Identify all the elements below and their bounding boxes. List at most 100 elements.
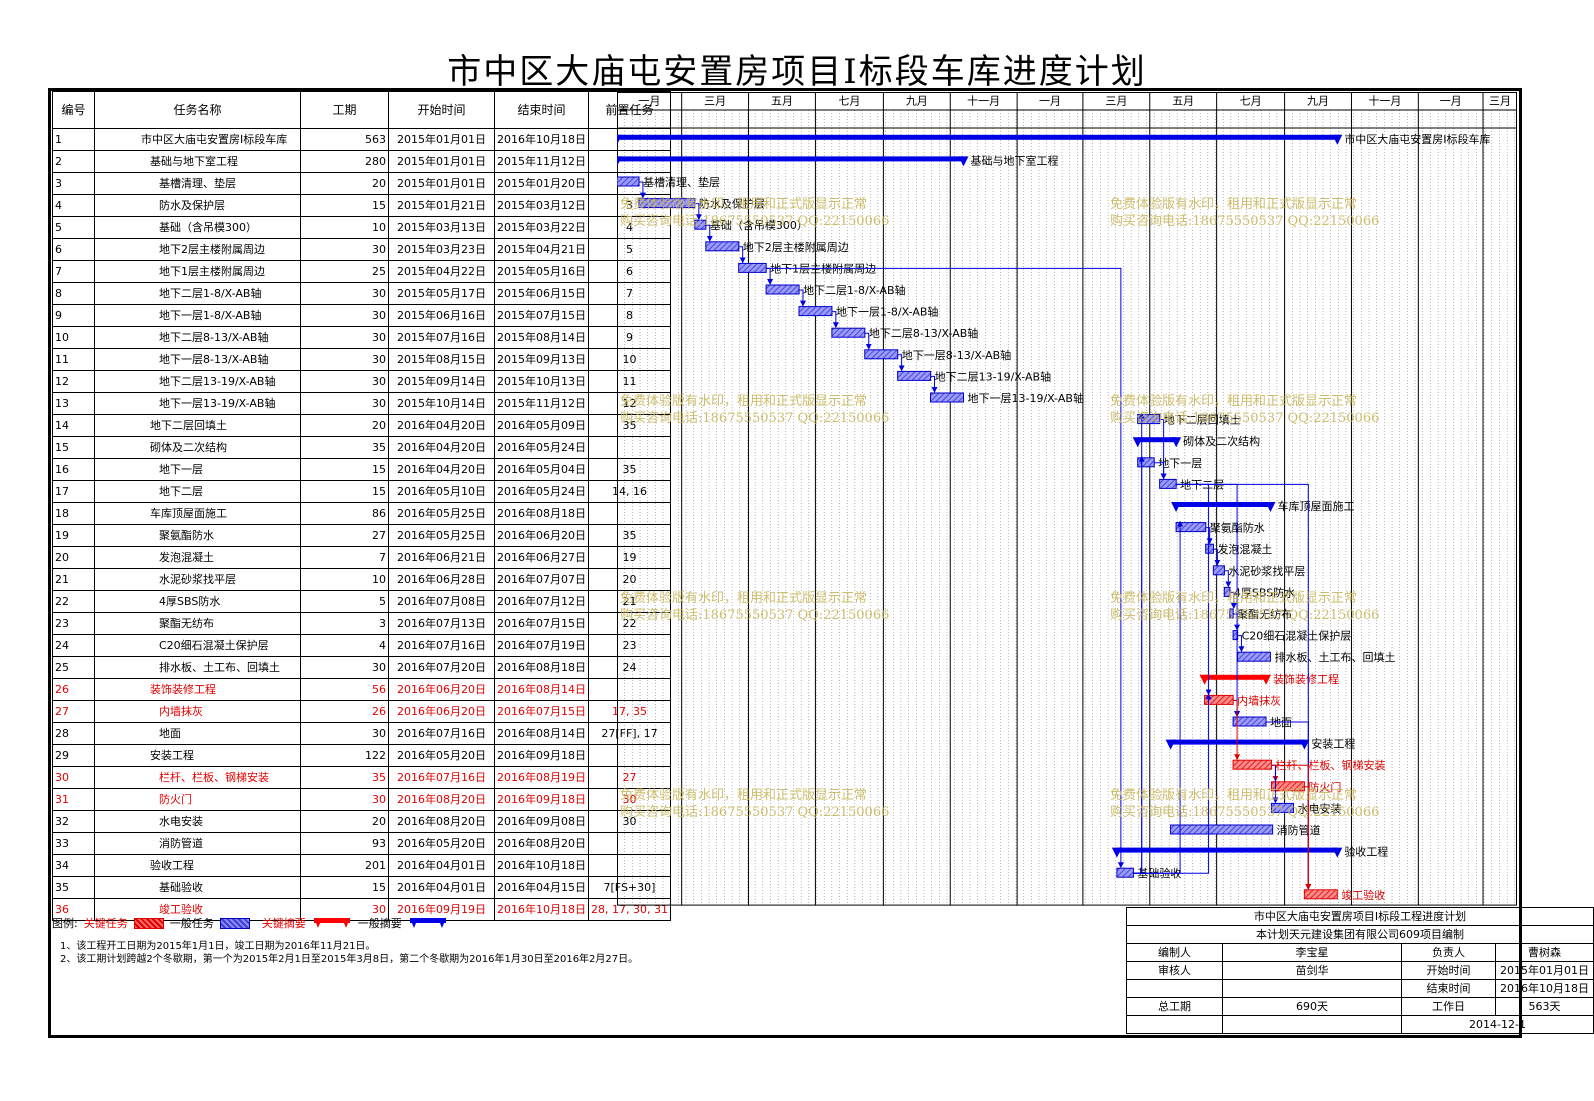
- cell-start: 2016年04月20日: [388, 414, 495, 437]
- month-label: 五月: [1172, 95, 1194, 108]
- month-label: 七月: [1240, 95, 1262, 108]
- cell-id: 17: [52, 480, 95, 503]
- cell-pred: 17, 35: [588, 700, 671, 723]
- cell-start: 2016年05月10日: [388, 480, 495, 503]
- summary-cap-end: [1261, 674, 1272, 685]
- task-label: 车库顶屋面施工: [1277, 499, 1354, 513]
- cell-end: 2016年09月18日: [494, 788, 589, 811]
- task-label: 地下一层13-19/X-AB轴: [968, 391, 1084, 405]
- cell-dur: 15: [300, 480, 389, 503]
- task-bar: [1175, 522, 1207, 533]
- task-label: 基槽清理、垫层: [643, 175, 720, 189]
- cell-id: 19: [52, 524, 95, 547]
- task-label: 地下二层8-13/X-AB轴: [869, 326, 978, 340]
- cell-name: 地下二层: [94, 480, 301, 503]
- cell-name: 水泥砂浆找平层: [94, 568, 301, 591]
- dependency-link: [1133, 455, 1145, 874]
- task-bar: [1270, 781, 1305, 792]
- col-header-end: 结束时间: [494, 91, 589, 129]
- task-label: 基础与地下室工程: [971, 153, 1059, 167]
- cell-dur: 5: [300, 590, 389, 613]
- info-date: 2014-12-1: [1401, 1015, 1594, 1034]
- cell-name: 地下二层回填土: [94, 414, 301, 437]
- task-label: 竣工验收: [1341, 888, 1385, 902]
- month-label: 三月: [704, 95, 726, 108]
- legend-crit-summary-swatch: [313, 918, 350, 928]
- cell-name: 砌体及二次结构: [94, 436, 301, 459]
- cell-id: 2: [52, 150, 95, 173]
- month-label: 九月: [1307, 95, 1329, 108]
- cell-end: 2016年08月18日: [494, 656, 589, 679]
- cell-id: 36: [52, 898, 95, 921]
- task-bar: [798, 306, 833, 317]
- cell-id: 22: [52, 590, 95, 613]
- summary-bar: [617, 134, 1338, 140]
- cell-dur: 30: [300, 392, 389, 415]
- task-label: 地下一层8-13/X-AB轴: [902, 348, 1011, 362]
- cell-name: 排水板、土工布、回填土: [94, 656, 301, 679]
- month-label: 十一月: [1368, 94, 1401, 108]
- cell-start: 2015年06月16日: [388, 304, 495, 327]
- month-label: 三月: [1489, 95, 1511, 108]
- cell-end: 2016年08月20日: [494, 832, 589, 855]
- note-1: 1、该工程开工日期为2015年1月1日，竣工日期为2016年11月21日。: [60, 941, 376, 952]
- cell-start: 2016年09月19日: [388, 898, 495, 921]
- summary-cap-end: [1171, 437, 1182, 448]
- month-label: 一月: [1039, 95, 1061, 108]
- info-blank: [1126, 979, 1223, 998]
- cell-end: 2016年08月14日: [494, 722, 589, 745]
- cell-pred: 28, 17, 30, 31: [588, 898, 671, 921]
- task-label: 地下二层1-8/X-AB轴: [803, 283, 905, 297]
- month-label: 三月: [1105, 95, 1127, 108]
- task-bar: [1236, 651, 1271, 662]
- cell-id: 7: [52, 260, 95, 283]
- task-bar: [738, 262, 767, 273]
- cell-start: 2016年06月20日: [388, 700, 495, 723]
- cell-name: 基槽清理、垫层: [94, 172, 301, 195]
- cell-id: 29: [52, 744, 95, 767]
- cell-id: 12: [52, 370, 95, 393]
- task-label: 4厚SBS防水: [1234, 585, 1295, 599]
- cell-end: 2015年05月16日: [494, 260, 589, 283]
- cell-dur: 30: [300, 788, 389, 811]
- cell-start: 2016年05月20日: [388, 832, 495, 855]
- cell-id: 9: [52, 304, 95, 327]
- summary-cap-start: [1199, 674, 1210, 685]
- summary-cap-start: [1132, 437, 1143, 448]
- dependency-link: [1154, 462, 1167, 480]
- cell-start: 2015年01月21日: [388, 194, 495, 217]
- cell-dur: 30: [300, 238, 389, 261]
- task-label: 市中区大庙屯安置房Ⅰ标段车库: [1344, 132, 1490, 146]
- cell-start: 2016年08月20日: [388, 810, 495, 833]
- cell-end: 2016年07月07日: [494, 568, 589, 591]
- cell-name: 地下二层1-8/X-AB轴: [94, 282, 301, 305]
- dependency-link: [1213, 548, 1221, 566]
- info-end: 2016年10月18日: [1495, 979, 1594, 998]
- cell-dur: 30: [300, 348, 389, 371]
- info-reviewer-label: 审核人: [1126, 961, 1223, 980]
- cell-start: 2015年05月17日: [388, 282, 495, 305]
- col-header-name: 任务名称: [94, 91, 301, 129]
- task-bar: [864, 349, 899, 360]
- cell-end: 2015年06月15日: [494, 282, 589, 305]
- cell-start: 2016年04月20日: [388, 436, 495, 459]
- cell-end: 2016年07月15日: [494, 612, 589, 635]
- cell-id: 24: [52, 634, 95, 657]
- cell-end: 2016年09月18日: [494, 744, 589, 767]
- task-label: C20细石混凝土保护层: [1242, 629, 1352, 643]
- task-label: 基础（含吊模300）: [710, 218, 808, 232]
- task-bar: [831, 327, 866, 338]
- cell-start: 2015年10月14日: [388, 392, 495, 415]
- gantt-chart: 一月三月五月七月九月十一月一月三月五月七月九月十一月一月三月市中区大庙屯安置房Ⅰ…: [617, 92, 1517, 906]
- cell-name: 安装工程: [94, 744, 301, 767]
- cell-id: 27: [52, 700, 95, 723]
- info-blank: [1126, 1015, 1223, 1034]
